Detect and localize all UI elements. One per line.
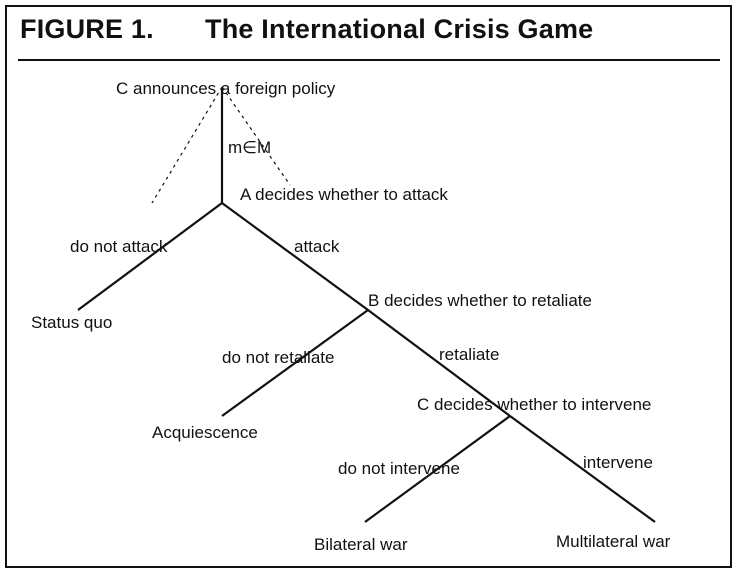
- do-not-retaliate-label: do not retaliate: [222, 348, 334, 367]
- do-not-attack-label: do not attack: [70, 237, 168, 256]
- outcome-status-quo: Status quo: [31, 313, 112, 332]
- do-not-intervene-label: do not intervene: [338, 459, 460, 478]
- policy-fan-left-line: [151, 86, 223, 204]
- do-not-intervene-branch: [364, 415, 511, 523]
- intervene-label: intervene: [583, 453, 653, 472]
- attack-label: attack: [294, 237, 340, 256]
- figure-title: FIGURE 1. The International Crisis Game: [20, 14, 593, 45]
- title-rule: [18, 59, 720, 61]
- policy-edge-label: m∈M: [228, 138, 271, 157]
- do-not-attack-branch: [77, 202, 223, 311]
- attack-branch: [221, 202, 369, 311]
- c-node-label: C decides whether to intervene: [417, 395, 651, 414]
- figure-frame: [5, 5, 732, 568]
- do-not-retaliate-branch: [221, 309, 369, 417]
- b-node-label: B decides whether to retaliate: [368, 291, 592, 310]
- outcome-multilateral-war: Multilateral war: [556, 532, 671, 551]
- outcome-acquiescence: Acquiescence: [152, 423, 258, 442]
- outcome-bilateral-war: Bilateral war: [314, 535, 408, 554]
- retaliate-branch: [367, 309, 511, 417]
- policy-fan-right-line: [221, 86, 291, 186]
- intervene-branch: [509, 415, 656, 523]
- figure-number: FIGURE 1.: [20, 14, 154, 44]
- retaliate-label: retaliate: [439, 345, 499, 364]
- a-node-label: A decides whether to attack: [240, 185, 448, 204]
- root-node-label: C announces a foreign policy: [116, 79, 336, 98]
- figure-title-text: The International Crisis Game: [205, 14, 594, 44]
